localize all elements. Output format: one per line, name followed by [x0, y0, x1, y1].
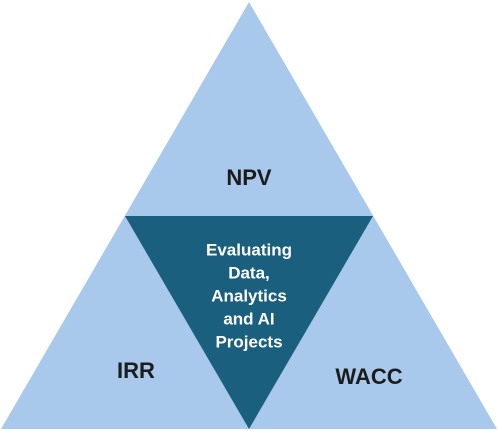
center-line-5: Projects — [215, 332, 283, 352]
center-label: Evaluating Data, Analytics and AI Projec… — [179, 239, 319, 354]
inner-triangle — [125, 216, 373, 429]
center-line-1: Evaluating — [206, 240, 292, 260]
center-line-3: Analytics — [211, 286, 287, 306]
npv-label: NPV — [226, 165, 272, 190]
wacc-label: WACC — [335, 364, 403, 389]
center-line-2: Data, — [228, 263, 270, 283]
center-line-4: and AI — [223, 309, 275, 329]
irr-label: IRR — [117, 358, 155, 383]
